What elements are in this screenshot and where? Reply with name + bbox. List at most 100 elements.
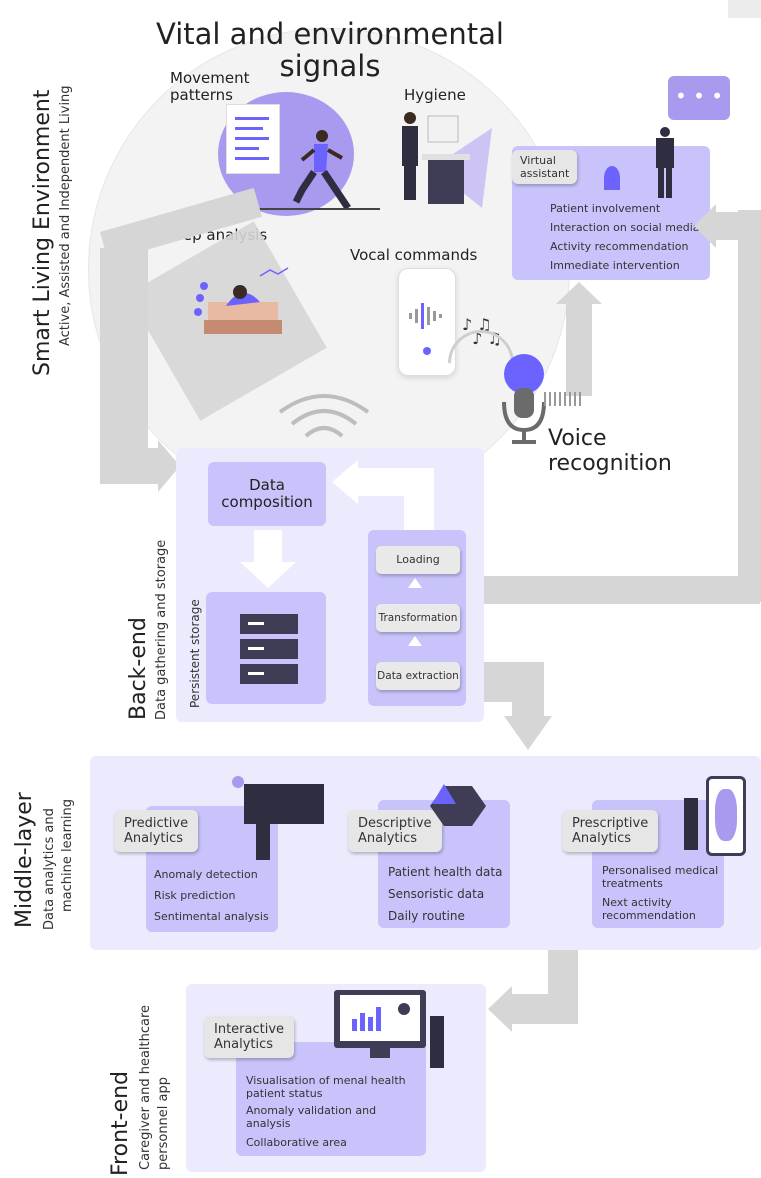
prescriptive-phone: [706, 776, 746, 856]
server-icon: [240, 614, 298, 686]
interactive-label-2: Analytics: [214, 1037, 274, 1052]
prescriptive-item-2: Next activity recommendation: [602, 896, 696, 922]
predictive-label-2: Analytics: [124, 831, 184, 846]
descriptive-label: Descriptive Analytics: [348, 810, 442, 852]
data-composition-line1: Data: [249, 476, 285, 494]
arrow-etl-to-composition-head: [332, 460, 358, 504]
right-arrow-top: [716, 212, 761, 240]
etl-arrow-2: [408, 636, 422, 646]
voice-arrow-stem: [566, 300, 592, 396]
voice-waveform: [544, 392, 584, 406]
predictive-person: [256, 810, 270, 860]
assistant-figure: [656, 127, 674, 198]
hygiene-illustration: [402, 112, 492, 208]
backend-subtitle: Data gathering and storage: [154, 539, 169, 720]
interactive-item-1: Visualisation of menal health patient st…: [246, 1074, 406, 1100]
main-title-line1: Vital and environmental: [156, 17, 504, 51]
down-arrow-middle-head: [504, 716, 552, 750]
phone-illustration: [398, 268, 456, 376]
interactive-label-1: Interactive: [214, 1022, 285, 1037]
main-title-line2: signals: [279, 49, 381, 83]
frontend-subtitle-1: Caregiver and healthcare: [138, 1004, 153, 1170]
movement-chart-card: [226, 104, 280, 174]
frontend-person: [430, 1016, 444, 1068]
prescriptive-item-2-line2: recommendation: [602, 909, 696, 922]
main-title: Vital and environmental signals: [120, 18, 540, 82]
down-arrow-middle-vertical: [512, 662, 544, 722]
prescriptive-item-1-line1: Personalised medical: [602, 864, 719, 877]
left-arrow-vertical: [100, 248, 148, 462]
prescriptive-item-2-line1: Next activity: [602, 896, 672, 909]
corner-decor: [728, 0, 761, 18]
left-arrow-horizontal: [100, 448, 160, 484]
etl-data-extraction: Data extraction: [376, 662, 460, 690]
etl-transformation: Transformation: [376, 604, 460, 632]
arrow-composition-down-head: [240, 562, 296, 588]
chat-bubble: • • •: [668, 76, 730, 120]
interactive-item-1-line1: Visualisation of menal health: [246, 1074, 406, 1087]
predictive-item-2: Risk prediction: [154, 889, 236, 902]
descriptive-item-2: Sensoristic data: [388, 887, 485, 901]
right-arrow-head: [694, 204, 716, 248]
plant-icon: [604, 166, 620, 190]
va-label-line2: assistant: [520, 167, 570, 180]
voice-recognition-label: Voice recognition: [548, 426, 672, 476]
interactive-item-1-line2: patient status: [246, 1087, 323, 1100]
prescriptive-item-1-line2: treatments: [602, 877, 663, 890]
prescriptive-label: Prescriptive Analytics: [562, 810, 659, 852]
prescriptive-person: [684, 798, 698, 850]
descriptive-label-2: Analytics: [358, 831, 418, 846]
va-item-3: Activity recommendation: [550, 240, 689, 253]
sleep-illustration: [194, 267, 289, 334]
voice-recognition-line1: Voice: [548, 426, 607, 451]
va-item-4: Immediate intervention: [550, 259, 680, 272]
prescriptive-label-1: Prescriptive: [572, 816, 649, 831]
wifi-icon: [278, 394, 370, 438]
smart-living-title: Smart Living Environment: [30, 89, 55, 376]
descriptive-label-1: Descriptive: [358, 816, 432, 831]
predictive-label-1: Predictive: [124, 816, 189, 831]
arrow-etl-up: [404, 468, 434, 530]
middle-layer-title: Middle-layer: [12, 792, 37, 928]
frontend-title: Front-end: [108, 1070, 133, 1176]
predictive-label: Predictive Analytics: [114, 810, 199, 852]
va-item-1: Patient involvement: [550, 202, 661, 215]
frontend-subtitle-2: personnel app: [156, 1076, 171, 1170]
va-item-2: Interaction on social media: [550, 221, 700, 234]
prescriptive-label-2: Analytics: [572, 831, 632, 846]
descriptive-item-3: Daily routine: [388, 909, 465, 923]
interactive-card: Visualisation of menal health patient st…: [236, 1042, 426, 1156]
hygiene-label: Hygiene: [404, 86, 466, 104]
backend-title: Back-end: [126, 617, 151, 720]
predictive-item-3: Sentimental analysis: [154, 910, 269, 923]
monitor-icon: [334, 990, 426, 1048]
va-label-line1: Virtual: [520, 154, 556, 167]
predictive-item-1: Anomaly detection: [154, 868, 258, 881]
interactive-label: Interactive Analytics: [204, 1016, 295, 1058]
data-composition-line2: composition: [221, 493, 313, 511]
music-notes-icon: ♪ ♫ ♪ ♫: [462, 315, 502, 348]
interactive-item-2-line1: Anomaly validation and: [246, 1104, 377, 1117]
monitor-stand: [370, 1048, 390, 1058]
middle-layer-subtitle-1: Data analytics and: [42, 808, 57, 930]
microphone-icon: [502, 354, 546, 444]
right-arrow-bottom: [484, 576, 760, 604]
runner-figure: [292, 130, 351, 210]
descriptive-item-1: Patient health data: [388, 865, 503, 879]
front-arrow-head: [488, 986, 512, 1032]
ground-line: [240, 208, 380, 210]
movement-label-line1: Movement: [170, 69, 250, 87]
predictive-dot: [232, 776, 244, 788]
voice-recognition-line2: recognition: [548, 451, 672, 476]
left-arrow-head: [158, 440, 180, 492]
middle-layer-subtitle-2: machine learning: [60, 798, 75, 912]
data-composition-block: Data composition: [208, 462, 326, 526]
interactive-item-2-line2: analysis: [246, 1117, 291, 1130]
persistent-storage-label: Persistent storage: [188, 599, 202, 708]
interactive-item-2: Anomaly validation and analysis: [246, 1104, 376, 1130]
front-arrow-horizontal: [510, 994, 578, 1024]
smart-living-subtitle: Active, Assisted and Independent Living: [58, 85, 73, 346]
interactive-item-3: Collaborative area: [246, 1136, 347, 1149]
etl-loading: Loading: [376, 546, 460, 574]
vocal-label: Vocal commands: [350, 246, 478, 264]
